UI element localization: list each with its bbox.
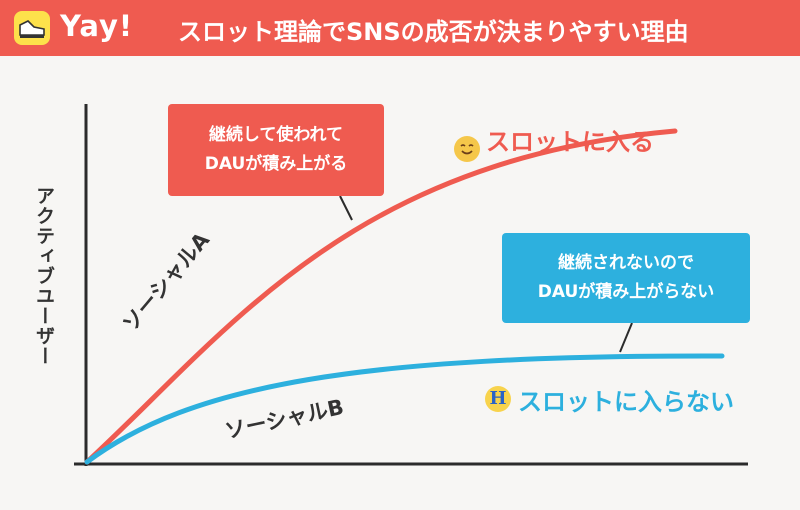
smiling-face-icon <box>454 136 480 162</box>
callout-blue-pointer <box>619 322 633 353</box>
page-title: スロット理論でSNSの成否が決まりやすい理由 <box>178 18 689 46</box>
curve-social-b <box>84 353 725 465</box>
callout-red-line-2: DAUが積み上がる <box>204 154 348 174</box>
curve-social-a <box>84 128 678 465</box>
callout-blue-line-2: DAUが積み上がらない <box>537 282 715 302</box>
y-axis-label: アクティブユーザー <box>33 186 55 366</box>
logo-text: Yay! <box>60 9 134 43</box>
callout-red-line-1: 継続して使われて <box>208 125 344 145</box>
label-slot-in: スロットに入る <box>486 128 654 156</box>
sneaker-icon <box>14 11 50 45</box>
label-slot-out: スロットに入らない <box>518 388 734 416</box>
h-badge-icon: H <box>485 386 511 412</box>
callout-red-pointer <box>339 195 353 221</box>
callout-blue-line-1: 継続されないので <box>558 253 694 273</box>
logo: Yay! <box>0 0 160 56</box>
callout-blue: 継続されないので DAUが積み上がらない <box>502 233 750 323</box>
callout-red: 継続して使われて DAUが積み上がる <box>168 104 384 196</box>
